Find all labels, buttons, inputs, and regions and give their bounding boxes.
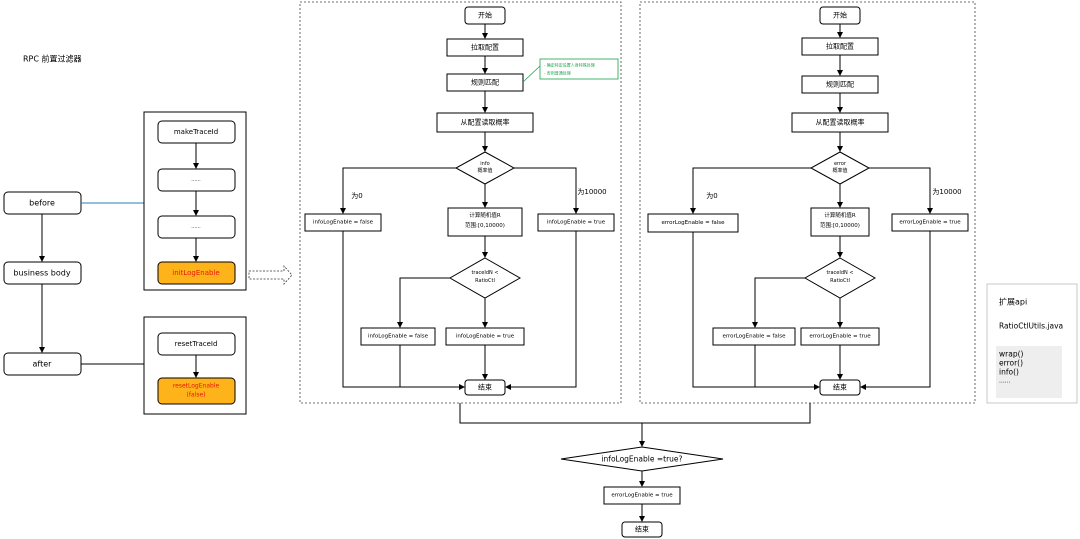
- make-trace-id-label: makeTraceId: [174, 128, 218, 136]
- reset-trace-id-label: resetTraceId: [175, 340, 218, 348]
- after-panel: resetTraceId resetLogEnable (false): [143, 316, 247, 415]
- error-trace-line2: RatioCtl: [830, 278, 850, 284]
- reset-log-enable-arg: (false): [187, 392, 206, 399]
- extension-title: 扩展api: [999, 297, 1027, 307]
- info-pull-config-label: 拉取配置: [471, 43, 499, 52]
- extension-methods-block: [996, 346, 1062, 398]
- extension-method: error(): [999, 359, 1023, 368]
- extension-method: ......: [999, 378, 1011, 385]
- error-calc-line2: 范围:[0,10000): [820, 221, 860, 229]
- error-decision-line2: 概率值: [832, 167, 847, 174]
- info-calc-line1: 计算随机值R: [469, 211, 501, 219]
- after-label: after: [33, 360, 53, 369]
- info-note-box: [539, 58, 619, 80]
- error-calc-line1: 计算随机值R: [824, 211, 856, 219]
- init-log-enable-node: [157, 261, 236, 285]
- ellipsis-label-2: ......: [191, 224, 201, 230]
- info-start-label: 开始: [478, 11, 492, 20]
- error-end-label: 结束: [833, 383, 847, 392]
- error-calc-node: [810, 207, 870, 237]
- big-arrow-icon: [248, 264, 293, 286]
- info-bottom-false-node: [360, 327, 436, 346]
- reset-log-enable-label: resetLogEnable: [173, 383, 220, 390]
- info-rule-match-label: 规则匹配: [471, 78, 499, 87]
- info-right-result-label: infoLogEnable = true: [547, 220, 606, 226]
- info-trace-line2: RatioCtl: [475, 278, 495, 284]
- info-left-result-label: infoLogEnable = false: [313, 220, 374, 226]
- extension-method: wrap(): [999, 350, 1024, 359]
- info-bottom-false-label: infoLogEnable = false: [368, 334, 429, 340]
- reset-log-enable-node: [157, 377, 236, 405]
- extension-method: info(): [999, 368, 1019, 377]
- info-10000-label: 为10000: [577, 187, 606, 196]
- error-trace-line1: traceIdN <: [826, 270, 853, 276]
- error-bottom-false-node: [712, 327, 796, 346]
- merge-end-label: 结束: [635, 525, 649, 534]
- merge-result-label: errorLogEnable = true: [611, 493, 673, 499]
- info-calc-node: [447, 207, 523, 237]
- info-calc-line2: 范围:[0,10000): [465, 221, 505, 229]
- error-bottom-true-label: errorLogEnable = true: [809, 334, 871, 340]
- error-zero-label: 为0: [706, 191, 717, 200]
- info-decision-line2: 概率值: [477, 167, 492, 174]
- info-flow-frame: [299, 1, 622, 404]
- info-zero-label: 为0: [351, 191, 362, 200]
- info-note-line2: - 否则普通处理: [544, 70, 571, 76]
- error-bottom-false-label: errorLogEnable = false: [722, 334, 786, 340]
- extension-class-name: RatioCtlUtils.java: [999, 322, 1063, 331]
- before-label: before: [29, 199, 55, 208]
- left-flow: before business body after: [3, 191, 144, 376]
- info-end-label: 结束: [478, 383, 492, 392]
- extension-api-panel: 扩展api RatioCtlUtils.java wrap() error() …: [986, 283, 1078, 404]
- merge-flow: infoLogEnable =true? errorLogEnable = tr…: [459, 403, 811, 538]
- merge-decision-label: infoLogEnable =true?: [601, 455, 682, 464]
- merge-bracket: [459, 403, 811, 424]
- info-read-ratio-label: 从配置读取概率: [461, 118, 510, 127]
- error-right-result-label: errorLogEnable = true: [899, 220, 961, 226]
- before-panel: makeTraceId ...... ...... initLogEnable: [143, 111, 247, 291]
- init-log-enable-label: initLogEnable: [172, 269, 219, 277]
- error-left-result-label: errorLogEnable = false: [661, 220, 725, 226]
- ellipsis-label-1: ......: [191, 177, 201, 183]
- page-title: RPC 前置过滤器: [23, 54, 82, 64]
- merge-end-node: [621, 521, 663, 538]
- info-bottom-true-label: infoLogEnable = true: [456, 334, 515, 340]
- error-pull-config-label: 拉取配置: [826, 42, 854, 51]
- info-flow-panel: 开始 拉取配置 规则匹配 从配置读取概率 info 概率值 为0 为10000 …: [299, 1, 622, 404]
- error-rule-match-label: 规则匹配: [826, 80, 854, 89]
- error-flow-panel: 开始 拉取配置 规则匹配 从配置读取概率 error 概率值 为0 为10000…: [639, 1, 976, 404]
- error-read-ratio-label: 从配置读取概率: [816, 118, 865, 127]
- business-body-label: business body: [13, 269, 70, 278]
- error-start-label: 开始: [833, 11, 847, 20]
- error-decision-line1: error: [834, 161, 847, 167]
- info-trace-line1: traceIdN <: [471, 270, 498, 276]
- info-decision-line1: info: [480, 161, 489, 167]
- error-10000-label: 为10000: [932, 187, 961, 196]
- info-note-line1: - 确定特定设置人身特殊处理: [544, 62, 595, 68]
